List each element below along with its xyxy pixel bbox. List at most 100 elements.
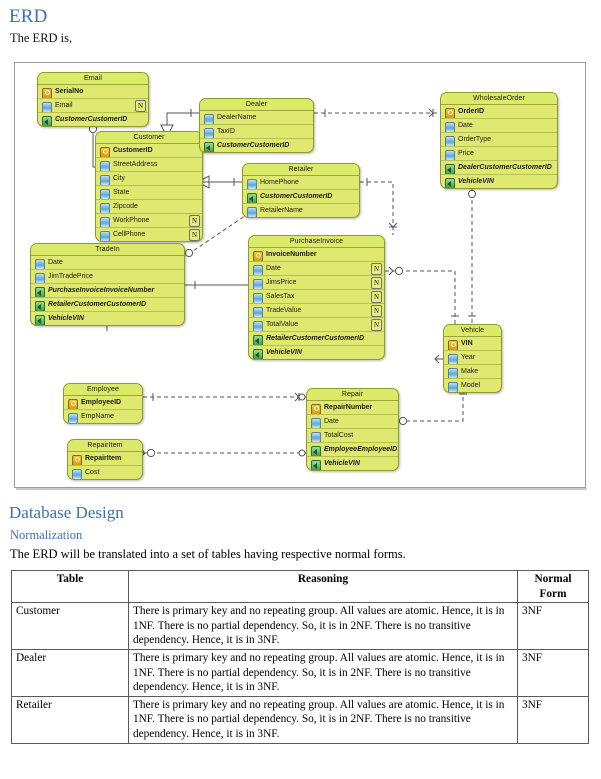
attribute-row[interactable]: VehicleVIN — [307, 457, 398, 470]
attribute-row[interactable]: InvoiceNumber — [249, 248, 384, 262]
attribute-label: VehicleVIN — [266, 349, 302, 356]
attribute-row[interactable]: DealerCustomerCustomerID — [441, 161, 557, 175]
attribute-row[interactable]: EmployeeEmployeeID — [307, 443, 398, 457]
key-icon — [253, 250, 263, 261]
column-icon — [100, 216, 110, 227]
attribute-row[interactable]: JimsPrice N — [249, 276, 384, 290]
attribute-label: City — [113, 175, 126, 182]
attribute-row[interactable]: TotalCost — [307, 429, 398, 443]
column-icon — [100, 230, 110, 241]
attribute-row[interactable]: Zipcode — [96, 200, 202, 214]
attribute-row[interactable]: RetailerCustomerCustomerID — [31, 298, 184, 312]
nullable-indicator-icon: N — [371, 277, 382, 289]
normalization-intro-text: The ERD will be translated into a set of… — [10, 547, 406, 561]
column-icon — [100, 160, 110, 171]
foreign-key-icon — [253, 348, 263, 359]
attribute-row[interactable]: SerialNo — [38, 85, 148, 99]
attribute-label: RetailerCustomerCustomerID — [48, 301, 147, 308]
attribute-row[interactable]: RetailerName — [243, 204, 359, 217]
attribute-row[interactable]: HomePhone — [243, 176, 359, 190]
key-icon — [100, 146, 110, 157]
cell-normal-form: 3NF — [517, 602, 589, 650]
attribute-row[interactable]: RepairNumber — [307, 401, 398, 415]
entity-title: Repair — [307, 389, 398, 401]
attribute-row[interactable]: VehicleVIN — [441, 175, 557, 188]
attribute-row[interactable]: DealerName — [200, 111, 313, 125]
attribute-row[interactable]: City — [96, 172, 202, 186]
attribute-label: CellPhone — [113, 231, 146, 238]
attribute-row[interactable]: RetailerCustomerCustomerID — [249, 332, 384, 346]
entity-title: Retailer — [243, 164, 359, 176]
column-icon — [448, 381, 458, 392]
attribute-label: RepairNumber — [324, 404, 373, 411]
attribute-row[interactable]: VIN — [444, 337, 501, 351]
attribute-row[interactable]: RepairItem — [68, 452, 142, 466]
attribute-label: JimsPrice — [266, 279, 297, 286]
attribute-row[interactable]: StreetAddress — [96, 158, 202, 172]
attribute-row[interactable]: OrderID — [441, 105, 557, 119]
attribute-row[interactable]: OrderType — [441, 133, 557, 147]
column-icon — [204, 127, 214, 138]
attribute-row[interactable]: Make — [444, 365, 501, 379]
attribute-row[interactable]: JimTradePrice — [31, 270, 184, 284]
foreign-key-icon — [311, 459, 321, 470]
attribute-row[interactable]: CustomerCustomerID — [200, 139, 313, 152]
attribute-label: JimTradePrice — [48, 273, 93, 280]
column-icon — [448, 367, 458, 378]
cell-table-name: Dealer — [11, 648, 129, 697]
attribute-row[interactable]: EmployeeID — [64, 396, 142, 410]
attribute-row[interactable]: Year — [444, 351, 501, 365]
attribute-row[interactable]: Price — [441, 147, 557, 161]
attribute-label: VehicleVIN — [324, 460, 360, 467]
attribute-label: Price — [458, 150, 474, 157]
entity-title: RepairItem — [68, 440, 142, 452]
attribute-label: Zipcode — [113, 203, 138, 210]
attribute-row[interactable]: CustomerCustomerID — [243, 190, 359, 204]
attribute-row[interactable]: TaxID — [200, 125, 313, 139]
nullable-indicator-icon: N — [371, 291, 382, 303]
page-title: ERD — [9, 6, 48, 27]
attribute-row[interactable]: CustomerID — [96, 144, 202, 158]
attribute-row[interactable]: Date — [441, 119, 557, 133]
foreign-key-icon — [204, 141, 214, 152]
attribute-row[interactable]: CustomerCustomerID — [38, 113, 148, 126]
attribute-row[interactable]: VehicleVIN — [31, 312, 184, 325]
attribute-row[interactable]: Cost — [68, 466, 142, 479]
attribute-label: Cost — [85, 469, 100, 476]
key-icon — [445, 107, 455, 118]
attribute-row[interactable]: State — [96, 186, 202, 200]
attribute-label: CustomerCustomerID — [55, 116, 128, 123]
attribute-row[interactable]: EmpName — [64, 410, 142, 423]
column-icon — [253, 278, 263, 289]
attribute-row[interactable]: Model — [444, 379, 501, 392]
column-icon — [311, 431, 321, 442]
attribute-label: VehicleVIN — [458, 178, 494, 185]
attribute-row[interactable]: Date — [31, 256, 184, 270]
attribute-label: StreetAddress — [113, 161, 158, 168]
attribute-row[interactable]: VehicleVIN — [249, 346, 384, 359]
attribute-row[interactable]: Date — [307, 415, 398, 429]
attribute-label: Date — [48, 259, 63, 266]
attribute-row[interactable]: PurchaseInvoiceInvoiceNumber — [31, 284, 184, 298]
column-icon — [445, 135, 455, 146]
